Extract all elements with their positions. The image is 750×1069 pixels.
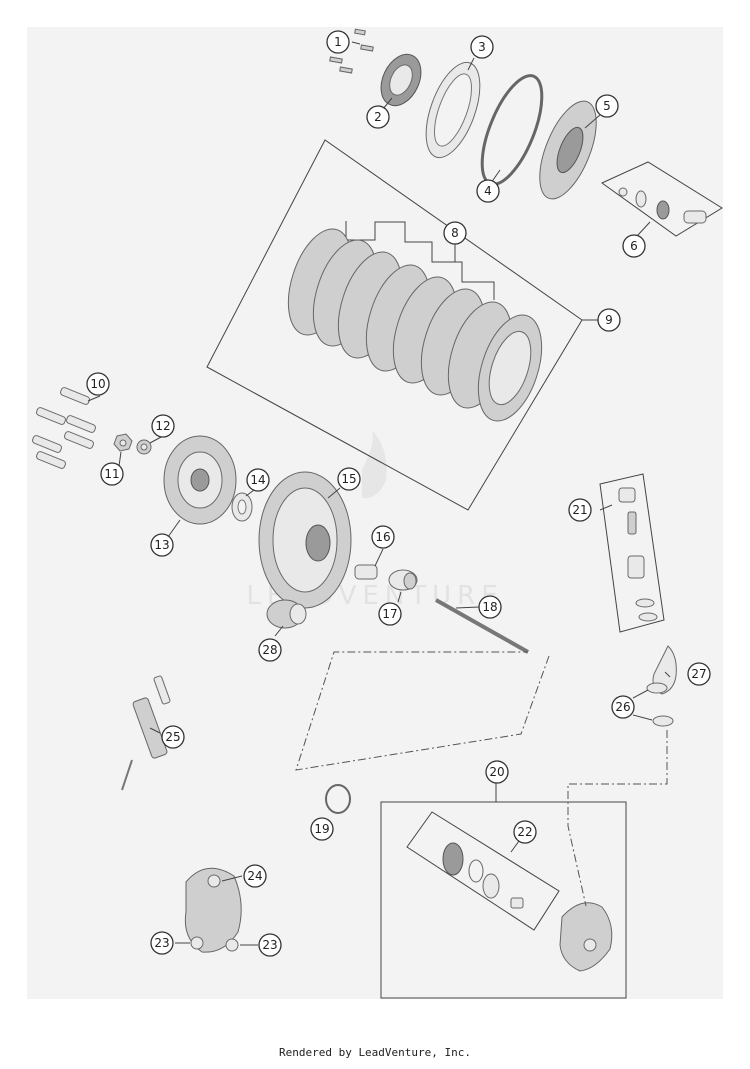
- callout-22[interactable]: 22: [513, 820, 537, 844]
- callout-15[interactable]: 15: [337, 467, 361, 491]
- svg-text:17: 17: [382, 607, 397, 621]
- callout-2[interactable]: 2: [366, 105, 390, 129]
- svg-text:12: 12: [155, 419, 170, 433]
- callout-17[interactable]: 17: [378, 602, 402, 626]
- callout-23-right[interactable]: 23: [258, 933, 282, 957]
- svg-text:27: 27: [691, 667, 706, 681]
- svg-text:22: 22: [517, 825, 532, 839]
- leader-lines: [87, 41, 671, 946]
- svg-text:16: 16: [375, 530, 390, 544]
- callout-4[interactable]: 4: [476, 179, 500, 203]
- svg-text:4: 4: [484, 184, 492, 198]
- svg-text:23: 23: [262, 938, 277, 952]
- part-spring-washer[interactable]: [415, 55, 491, 164]
- svg-text:21: 21: [572, 503, 587, 517]
- callout-24[interactable]: 24: [243, 864, 267, 888]
- svg-text:13: 13: [154, 538, 169, 552]
- svg-text:3: 3: [478, 40, 486, 54]
- callout-8[interactable]: 8: [443, 221, 467, 245]
- hose-leader: [567, 730, 668, 907]
- part-small-o-ring[interactable]: [325, 784, 351, 814]
- svg-text:11: 11: [104, 467, 119, 481]
- callout-3[interactable]: 3: [470, 35, 494, 59]
- callout-14[interactable]: 14: [246, 468, 270, 492]
- part-pins[interactable]: [31, 387, 97, 470]
- callout-25[interactable]: 25: [161, 725, 185, 749]
- part-seal-washers[interactable]: [646, 682, 674, 727]
- svg-text:24: 24: [247, 869, 262, 883]
- svg-text:1: 1: [334, 35, 342, 49]
- svg-text:20: 20: [489, 765, 504, 779]
- part-gear[interactable]: [266, 599, 307, 629]
- part-nut[interactable]: [113, 433, 133, 452]
- part-retainer-plate[interactable]: [373, 48, 428, 112]
- diagram-background: [27, 27, 723, 999]
- callout-11[interactable]: 11: [100, 462, 124, 486]
- callout-27[interactable]: 27: [687, 662, 711, 686]
- callout-28[interactable]: 28: [258, 638, 282, 662]
- svg-text:6: 6: [630, 239, 638, 253]
- svg-text:8: 8: [451, 226, 459, 240]
- part-slave-cylinder-group[interactable]: [380, 780, 627, 999]
- svg-text:18: 18: [482, 600, 497, 614]
- svg-text:25: 25: [165, 730, 180, 744]
- svg-text:10: 10: [90, 377, 105, 391]
- part-inner-clutch-hub[interactable]: [163, 435, 237, 525]
- part-needle-bearing[interactable]: [354, 564, 378, 580]
- callout-13[interactable]: 13: [150, 533, 174, 557]
- svg-text:14: 14: [250, 473, 265, 487]
- part-screws[interactable]: [329, 28, 374, 74]
- part-release-bearing-set[interactable]: [601, 161, 723, 237]
- callout-12[interactable]: 12: [151, 414, 175, 438]
- callout-18[interactable]: 18: [478, 595, 502, 619]
- svg-text:9: 9: [605, 313, 613, 327]
- callout-16[interactable]: 16: [371, 525, 395, 549]
- credit-footer: Rendered by LeadVenture, Inc.: [278, 1046, 472, 1059]
- svg-text:5: 5: [603, 99, 611, 113]
- part-clutch-disc-pack[interactable]: [206, 139, 583, 511]
- callout-1[interactable]: 1: [326, 30, 350, 54]
- callout-9[interactable]: 9: [597, 308, 621, 332]
- part-master-cylinder[interactable]: [184, 867, 242, 953]
- part-thrust-washer[interactable]: [231, 492, 253, 522]
- part-lock-washer[interactable]: [136, 439, 152, 455]
- callout-10[interactable]: 10: [86, 372, 110, 396]
- svg-text:23: 23: [154, 936, 169, 950]
- callout-21[interactable]: 21: [568, 498, 592, 522]
- part-bushing[interactable]: [388, 569, 418, 591]
- svg-text:2: 2: [374, 110, 382, 124]
- svg-text:15: 15: [341, 472, 356, 486]
- svg-text:28: 28: [262, 643, 277, 657]
- callout-23-left[interactable]: 23: [150, 931, 174, 955]
- part-clutch-basket[interactable]: [258, 471, 352, 609]
- svg-text:19: 19: [314, 822, 329, 836]
- callout-26[interactable]: 26: [611, 695, 635, 719]
- part-push-rod[interactable]: [435, 598, 529, 654]
- part-bleeder-fitting-set[interactable]: [599, 473, 665, 633]
- callout-19[interactable]: 19: [310, 817, 334, 841]
- push-rod-leader: [295, 651, 550, 771]
- part-pressure-plate[interactable]: [528, 94, 608, 207]
- svg-text:26: 26: [615, 700, 630, 714]
- callout-5[interactable]: 5: [595, 94, 619, 118]
- callout-6[interactable]: 6: [622, 234, 646, 258]
- callout-20[interactable]: 20: [485, 760, 509, 784]
